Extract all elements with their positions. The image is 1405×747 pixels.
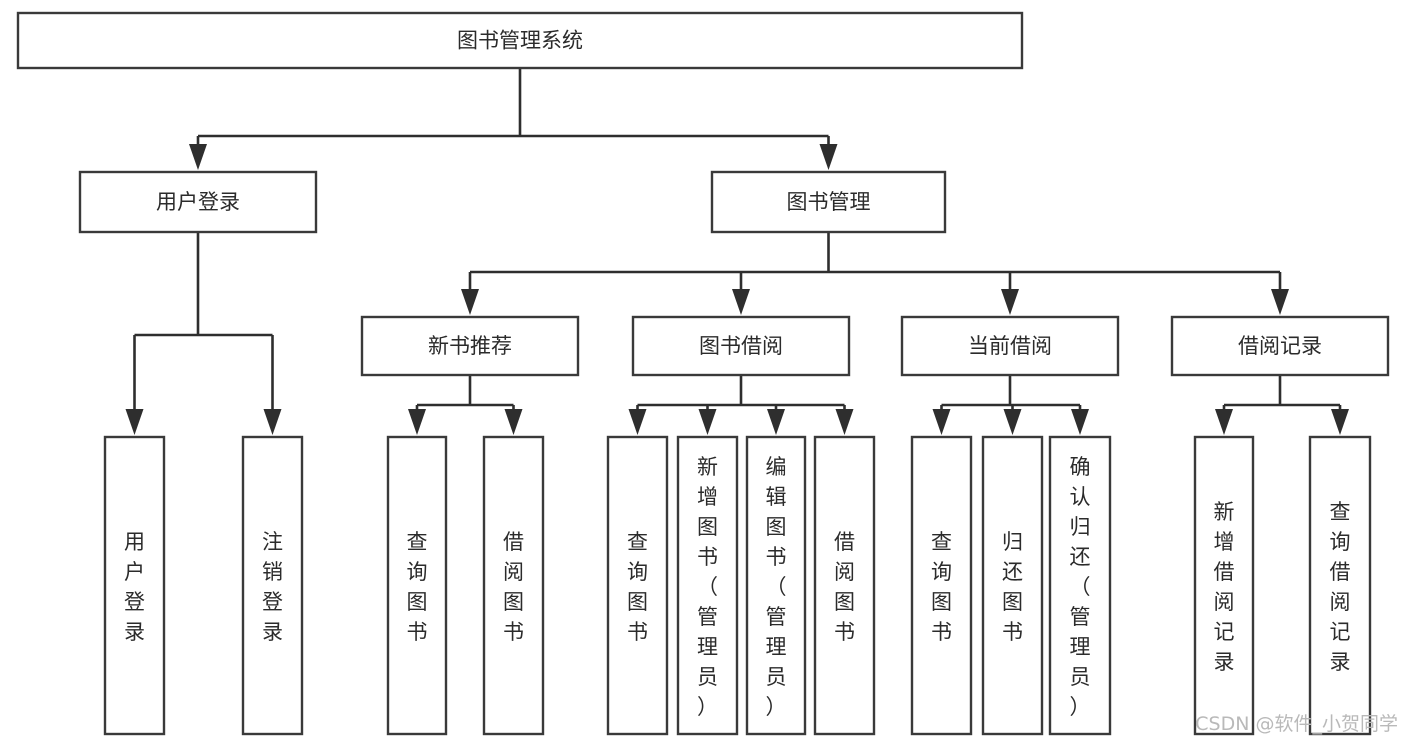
node-box[interactable] xyxy=(241,435,304,736)
node-box[interactable] xyxy=(360,315,580,377)
node-label: 图书管理系统 xyxy=(457,29,583,53)
connector-arrowhead xyxy=(461,289,479,315)
node-box[interactable] xyxy=(676,435,739,736)
node-label: 借阅图书 xyxy=(503,530,524,644)
node-label: 查询图书 xyxy=(931,530,952,644)
connector-group xyxy=(628,375,854,435)
connector-arrowhead xyxy=(932,409,951,435)
node-leaf-5[interactable]: 新增图书（管理员） xyxy=(676,435,739,736)
connector-layer xyxy=(125,68,1349,435)
node-leaf-2[interactable]: 查询图书 xyxy=(386,435,448,736)
node-leaf-0[interactable]: 用户登录 xyxy=(103,435,166,736)
connector-arrowhead xyxy=(189,144,207,170)
node-label: 新书推荐 xyxy=(428,334,512,358)
node-leaf-7[interactable]: 借阅图书 xyxy=(813,435,876,736)
node-l2-3[interactable]: 借阅记录 xyxy=(1170,315,1390,377)
node-leaf-12[interactable]: 查询借阅记录 xyxy=(1308,435,1372,736)
connector-arrowhead xyxy=(504,409,523,435)
connector-arrowhead xyxy=(408,409,426,435)
node-label: 注销登录 xyxy=(262,530,283,644)
connector-arrowhead xyxy=(628,409,647,435)
connector-group xyxy=(461,232,1289,315)
node-box[interactable] xyxy=(813,435,876,736)
node-box[interactable] xyxy=(482,435,545,736)
node-leaf-9[interactable]: 归还图书 xyxy=(981,435,1044,736)
node-box[interactable] xyxy=(1193,435,1255,736)
node-leaf-11[interactable]: 新增借阅记录 xyxy=(1193,435,1255,736)
connector-arrowhead xyxy=(1331,409,1349,435)
watermark-label: CSDN @软件_小贺同学 xyxy=(1195,713,1398,735)
connector-group xyxy=(932,375,1089,435)
node-l1-1[interactable]: 图书管理 xyxy=(710,170,947,234)
node-box[interactable] xyxy=(1048,435,1112,736)
node-label: 编辑图书（管理员） xyxy=(766,455,787,719)
node-box[interactable] xyxy=(1170,315,1390,377)
node-label: 查询图书 xyxy=(407,530,428,644)
node-box[interactable] xyxy=(103,435,166,736)
connector-arrowhead xyxy=(835,409,854,435)
connector-arrowhead xyxy=(1001,289,1019,315)
connector-arrowhead xyxy=(732,289,750,315)
node-l2-0[interactable]: 新书推荐 xyxy=(360,315,580,377)
node-label: 查询图书 xyxy=(627,530,648,644)
node-box[interactable] xyxy=(910,435,973,736)
node-l2-2[interactable]: 当前借阅 xyxy=(900,315,1120,377)
connector-group xyxy=(408,375,523,435)
node-root[interactable]: 图书管理系统 xyxy=(16,11,1024,70)
node-box[interactable] xyxy=(631,315,851,377)
node-label: 借阅图书 xyxy=(834,530,855,644)
node-leaf-10[interactable]: 确认归还（管理员） xyxy=(1048,435,1112,736)
connector-group xyxy=(1215,375,1349,435)
node-label: 归还图书 xyxy=(1002,530,1023,644)
node-label: 当前借阅 xyxy=(968,334,1052,358)
connector-arrowhead xyxy=(1071,409,1089,435)
node-box[interactable] xyxy=(900,315,1120,377)
connector-group xyxy=(125,232,282,435)
connector-arrowhead xyxy=(819,144,838,170)
node-box[interactable] xyxy=(78,170,318,234)
node-leaf-8[interactable]: 查询图书 xyxy=(910,435,973,736)
node-leaf-4[interactable]: 查询图书 xyxy=(606,435,669,736)
node-leaf-3[interactable]: 借阅图书 xyxy=(482,435,545,736)
node-label: 新增借阅记录 xyxy=(1214,500,1235,674)
node-label: 用户登录 xyxy=(124,530,145,644)
connector-arrowhead xyxy=(1271,289,1289,315)
node-box[interactable] xyxy=(386,435,448,736)
node-layer: 图书管理系统用户登录图书管理新书推荐图书借阅当前借阅借阅记录用户登录注销登录查询… xyxy=(16,11,1390,736)
node-label: 图书管理 xyxy=(787,190,871,214)
connector-arrowhead xyxy=(698,409,717,435)
node-leaf-6[interactable]: 编辑图书（管理员） xyxy=(745,435,807,736)
node-label: 新增图书（管理员） xyxy=(697,455,718,719)
node-box[interactable] xyxy=(745,435,807,736)
node-box[interactable] xyxy=(710,170,947,234)
connector-arrowhead xyxy=(1003,409,1022,435)
node-box[interactable] xyxy=(981,435,1044,736)
node-label: 借阅记录 xyxy=(1238,334,1322,358)
connector-arrowhead xyxy=(125,409,144,435)
node-label: 用户登录 xyxy=(156,190,240,214)
node-leaf-1[interactable]: 注销登录 xyxy=(241,435,304,736)
node-box[interactable] xyxy=(16,11,1024,70)
connector-arrowhead xyxy=(263,409,282,435)
node-label: 图书借阅 xyxy=(699,334,783,358)
node-l2-1[interactable]: 图书借阅 xyxy=(631,315,851,377)
connector-arrowhead xyxy=(767,409,785,435)
node-label: 确认归还（管理员） xyxy=(1070,455,1091,719)
node-box[interactable] xyxy=(606,435,669,736)
connector-arrowhead xyxy=(1215,409,1233,435)
node-l1-0[interactable]: 用户登录 xyxy=(78,170,318,234)
connector-group xyxy=(189,68,838,170)
node-label: 查询借阅记录 xyxy=(1330,500,1351,674)
node-box[interactable] xyxy=(1308,435,1372,736)
